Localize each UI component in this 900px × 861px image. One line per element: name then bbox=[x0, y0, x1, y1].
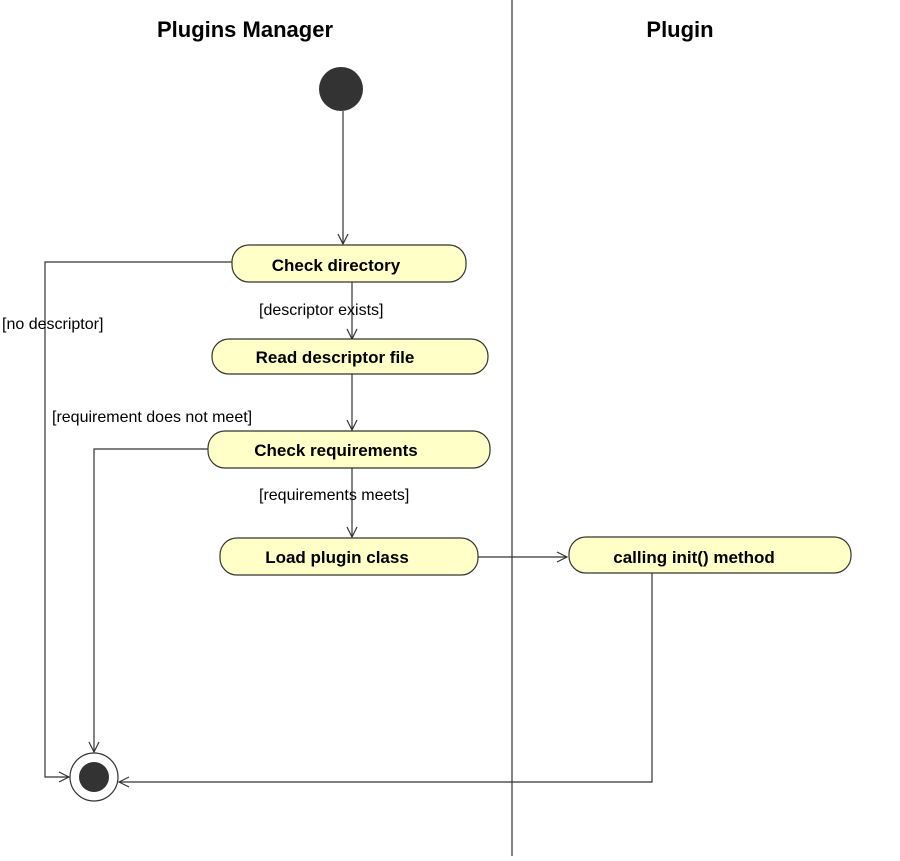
lane-title-plugin: Plugin bbox=[646, 17, 713, 42]
activity-read-descriptor-file-label: Read descriptor file bbox=[256, 348, 415, 367]
guard-descriptor-exists: [descriptor exists] bbox=[259, 302, 383, 319]
guard-requirement-not-met: [requirement does not meet] bbox=[52, 409, 252, 426]
activity-calling-init-method-label: calling init() method bbox=[613, 548, 775, 567]
activity-check-requirements: Check requirements bbox=[207, 430, 491, 469]
activity-check-directory-label: Check directory bbox=[272, 256, 401, 275]
activity-read-descriptor-file: Read descriptor file bbox=[211, 338, 489, 375]
lane-title-plugins-manager: Plugins Manager bbox=[157, 17, 333, 42]
activity-load-plugin-class: Load plugin class bbox=[219, 537, 479, 576]
edge-init-to-final bbox=[119, 573, 653, 782]
final-node bbox=[69, 752, 119, 802]
activity-calling-init-method: calling init() method bbox=[568, 536, 852, 574]
initial-node bbox=[319, 67, 363, 111]
guard-requirements-meets: [requirements meets] bbox=[259, 487, 409, 504]
activity-load-plugin-class-label: Load plugin class bbox=[265, 548, 409, 567]
activity-check-requirements-label: Check requirements bbox=[254, 441, 417, 460]
activity-check-directory: Check directory bbox=[231, 244, 467, 283]
guard-no-descriptor: [no descriptor] bbox=[2, 316, 103, 333]
edge-requirement-fail-to-final bbox=[94, 448, 208, 752]
edge-no-descriptor-to-final bbox=[44, 261, 232, 777]
